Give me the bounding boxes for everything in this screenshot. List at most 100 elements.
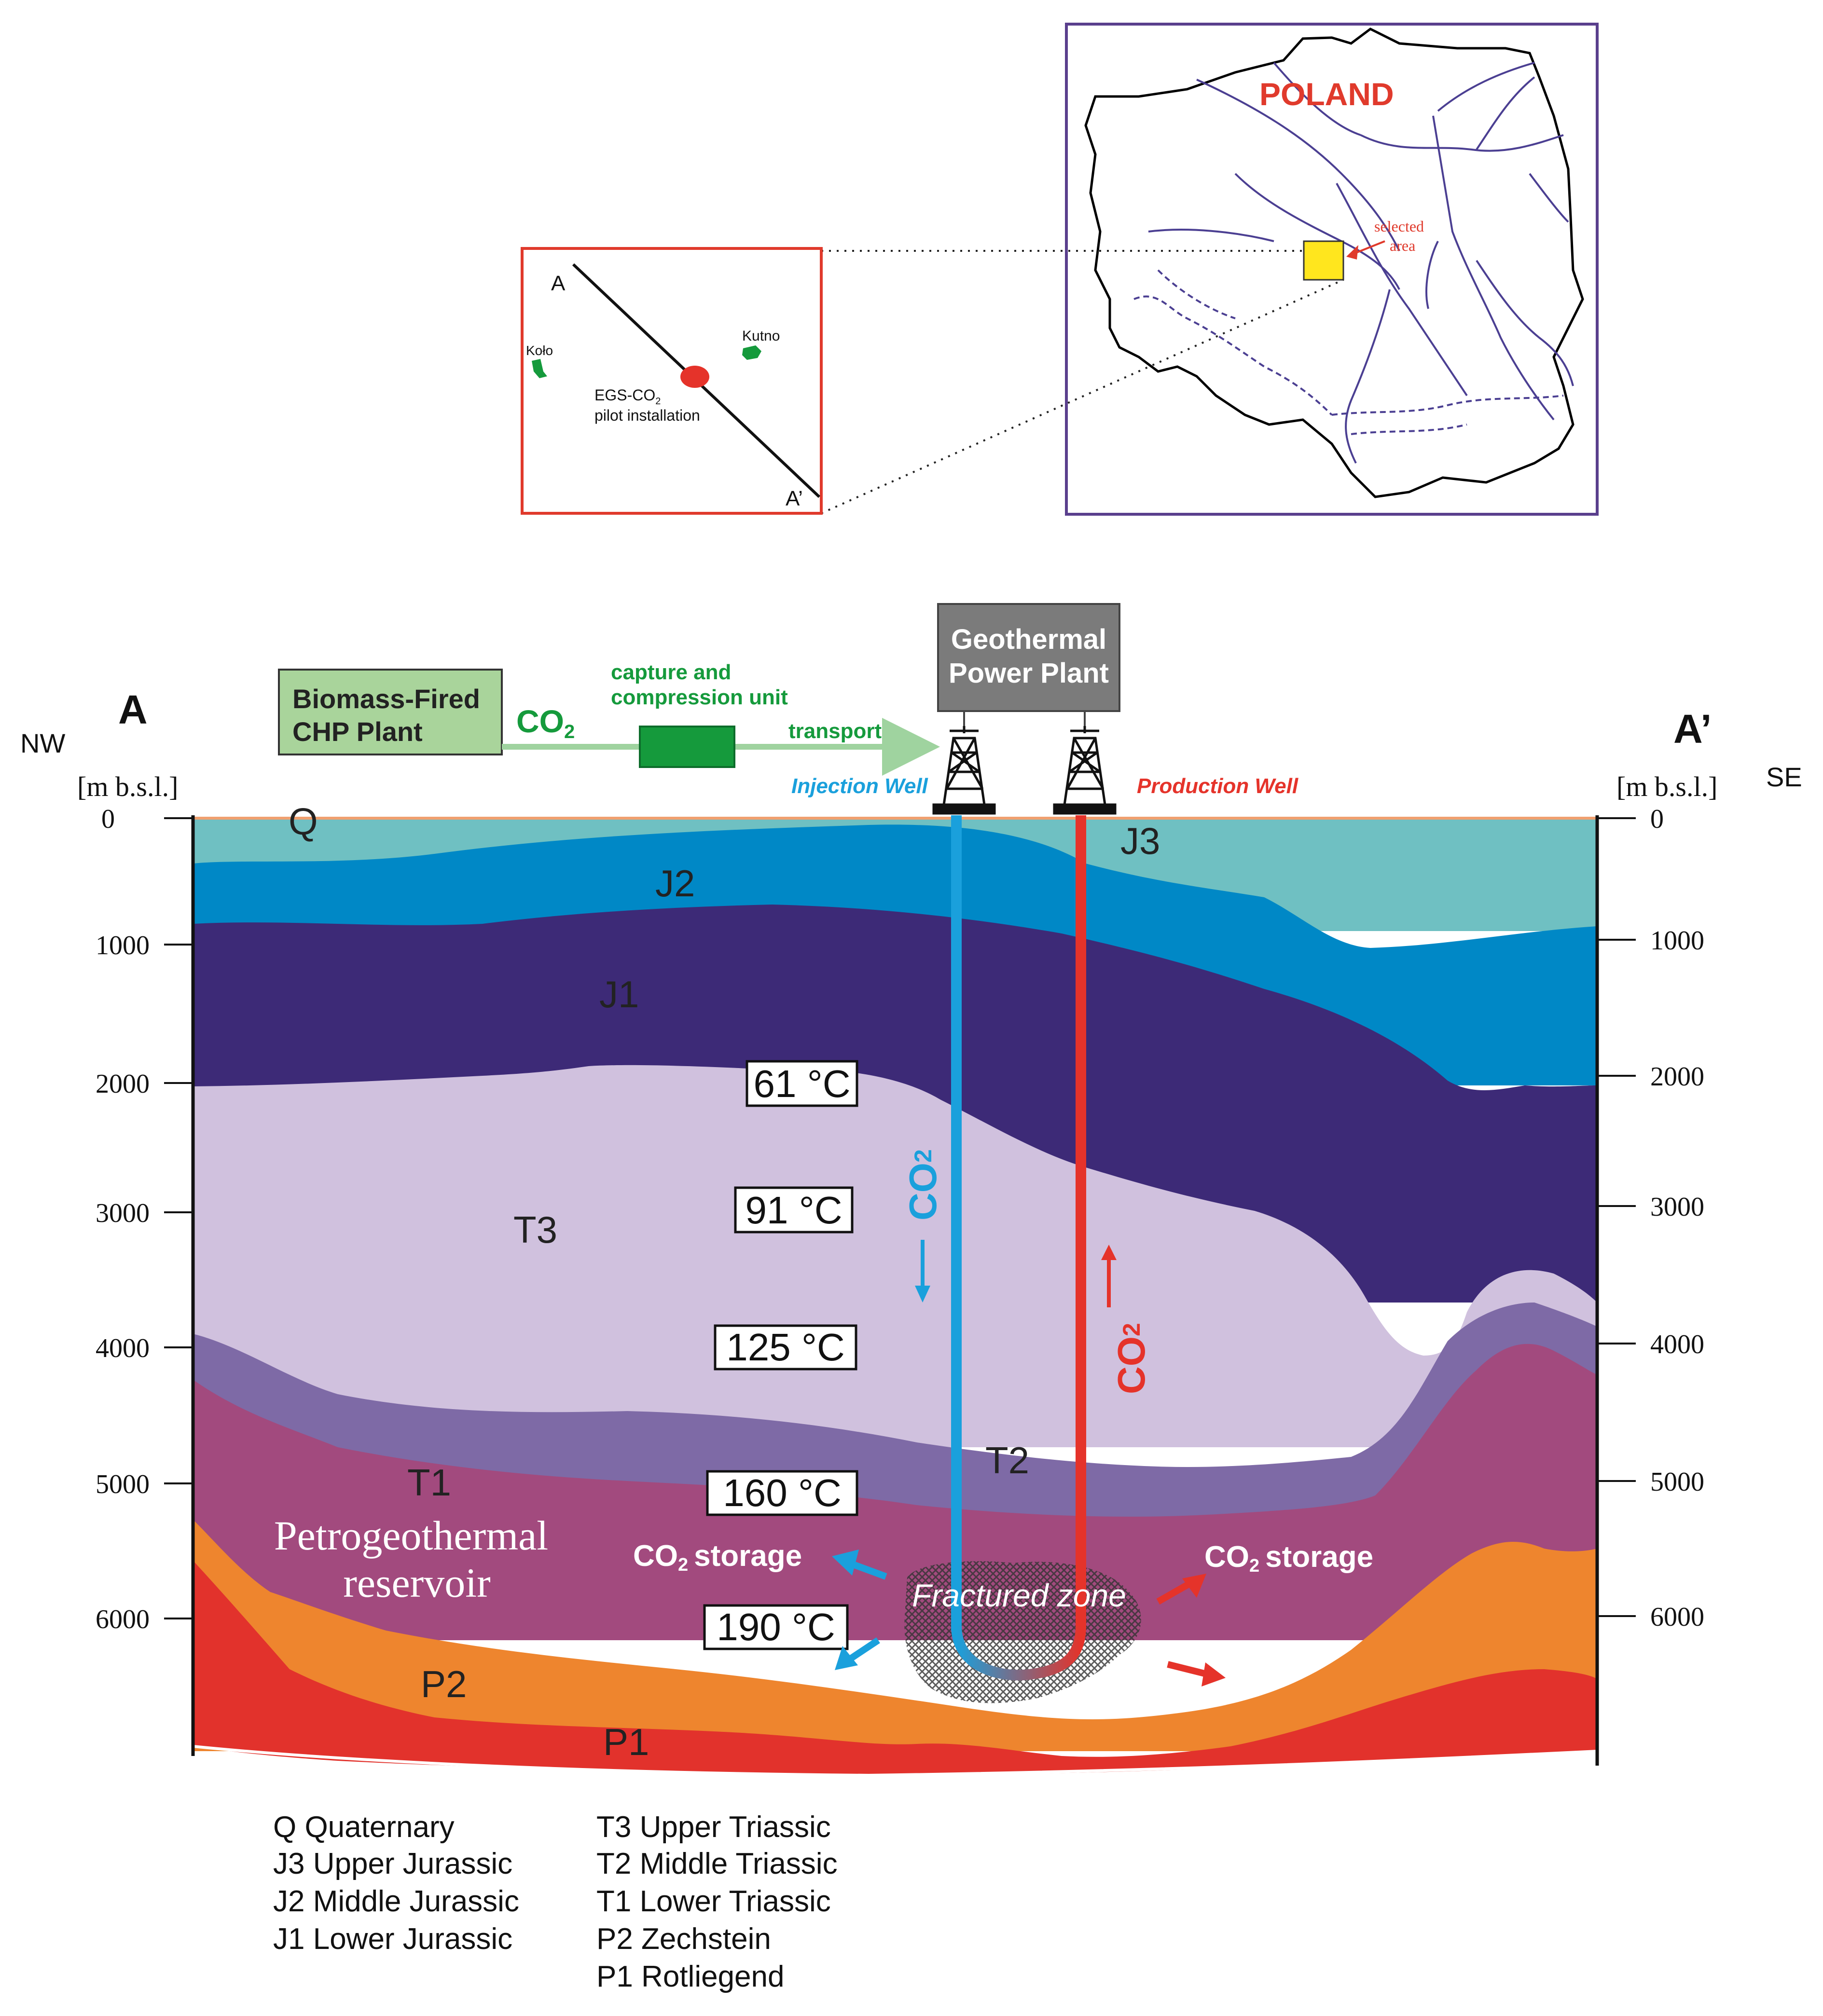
geothermal-plant-box (937, 603, 1120, 712)
inset-point-a: A (551, 272, 566, 295)
storage-arrowhead-right-upper (1182, 1574, 1206, 1598)
temperature-box-125: 125 °C (714, 1324, 857, 1371)
legend-item-t1: T1 Lower Triassic (596, 1885, 831, 1918)
production-derrick-icon (1053, 726, 1117, 815)
legend-item-p1: P1 Rotliegend (596, 1960, 785, 1993)
legend-item-p2: P2 Zechstein (596, 1922, 771, 1956)
layer-label-p1: P1 (603, 1721, 649, 1763)
biomass-plant-box (278, 669, 503, 755)
geothermal-plant-label-line2: Power Plant (949, 658, 1109, 689)
legend-item-t3: T3 Upper Triassic (596, 1810, 831, 1844)
inset-point-a-prime: A’ (786, 487, 803, 510)
depth-ticks-left (164, 817, 193, 1619)
map-country-label: POLAND (1259, 76, 1394, 112)
depth-label-left-3000: 3000 (96, 1198, 150, 1228)
storage-arrow-right-upper (1156, 1579, 1194, 1605)
depth-label-left-2000: 2000 (96, 1069, 150, 1099)
temperature-box-190: 190 °C (703, 1604, 849, 1650)
pilot-installation-marker (680, 366, 709, 388)
legend-item-j2: J2 Middle Jurassic (273, 1885, 519, 1918)
depth-ticks-right (1597, 817, 1636, 1617)
depth-label-right-3000: 3000 (1650, 1192, 1704, 1222)
temperature-box-61: 61 °C (746, 1060, 858, 1107)
reservoir-label-line2: reservoir (343, 1560, 491, 1606)
kolo-marker (532, 359, 547, 378)
capture-compression-unit (639, 726, 735, 768)
layer-label-j2: J2 (655, 862, 695, 905)
kutno-marker (742, 345, 761, 360)
legend-item-q: Q Quaternary (273, 1810, 455, 1844)
temperature-label-125: 125 °C (726, 1326, 844, 1369)
storage-arrowhead-right-lower (1202, 1662, 1226, 1687)
section-baseline (193, 1745, 1598, 1777)
biomass-plant-label-line1: Biomass-Fired (292, 684, 480, 714)
section-end-a-prime: A’ (1673, 706, 1712, 752)
temperature-label-160: 160 °C (723, 1471, 841, 1514)
storage-arrows (832, 1550, 1226, 1687)
geothermal-plant-label-line1: Geothermal (951, 624, 1106, 655)
storage-arrowhead-left-lower (835, 1646, 858, 1670)
depth-label-left-0: 0 (101, 804, 115, 834)
layer-t1-lower-triassic (193, 1344, 1597, 1640)
capture-unit-label-line2: compression unit (611, 686, 788, 709)
fractured-zone-label: Fractured zone (912, 1577, 1126, 1613)
depth-label-right-2000: 2000 (1650, 1062, 1704, 1092)
depth-labels-right: 0 1000 2000 3000 4000 5000 6000 (1650, 804, 1704, 1632)
storage-arrow-left-lower (847, 1637, 880, 1662)
storage-arrowhead-left-upper (832, 1550, 859, 1576)
depth-label-left-6000: 6000 (96, 1605, 150, 1634)
co2-production-vertical: CO2 (1110, 1323, 1153, 1394)
selected-area-label-line1: selected (1374, 218, 1424, 235)
legend-item-j1: J1 Lower Jurassic (273, 1922, 512, 1956)
depth-unit-left: [m b.s.l.] (77, 771, 178, 802)
capture-unit-label-line1: capture and (611, 660, 731, 684)
depth-labels-left: 0 1000 2000 3000 4000 5000 6000 (96, 804, 150, 1634)
depth-label-right-1000: 1000 (1650, 926, 1704, 956)
depth-label-right-6000: 6000 (1650, 1602, 1704, 1632)
layer-label-p2: P2 (421, 1663, 467, 1705)
production-well-label: Production Well (1137, 774, 1298, 798)
zoom-connectors (821, 250, 1344, 514)
legend: Q Quaternary J3 Upper Jurassic J2 Middle… (273, 1810, 838, 1993)
co2-label-surface: CO2 (516, 703, 575, 742)
layer-p1-rotliegend (193, 1561, 1597, 1775)
selected-area-label: selected area (1374, 218, 1428, 254)
location-inset: A A’ Koło Kutno EGS-CO2 pilot installati… (521, 247, 823, 515)
layer-label-q: Q (289, 800, 318, 843)
inset-frame (521, 247, 823, 515)
inset-pilot-label-line1: EGS-CO2 (594, 386, 661, 407)
layer-label-j1: J1 (599, 973, 639, 1015)
layer-label-t2: T2 (985, 1439, 1029, 1481)
u-flow-connection (951, 1625, 1086, 1681)
co2-injection-vertical: CO2 (901, 1149, 944, 1221)
poland-map: POLAND selected area (1065, 23, 1599, 516)
inset-town-kolo: Koło (526, 343, 553, 358)
transport-label: transport (788, 719, 882, 743)
layer-label-j3: J3 (1120, 820, 1160, 862)
injection-derrick-icon (932, 726, 996, 815)
injection-arrowhead (915, 1286, 930, 1303)
depth-label-left-4000: 4000 (96, 1333, 150, 1363)
map-frame (1065, 23, 1599, 516)
dashed-rivers (1133, 269, 1564, 435)
depth-label-left-1000: 1000 (96, 931, 150, 960)
direction-se: SE (1766, 762, 1802, 792)
selected-area-arrowhead (1346, 245, 1358, 260)
temperature-label-61: 61 °C (754, 1062, 851, 1105)
temperature-label-190: 190 °C (717, 1605, 835, 1648)
biomass-plant-label-line2: CHP Plant (292, 716, 423, 747)
storage-arrow-left-upper (848, 1560, 887, 1580)
injection-well-label: Injection Well (791, 774, 928, 798)
direction-nw: NW (20, 728, 65, 758)
cross-section: 0 1000 2000 3000 4000 5000 6000 0 1000 2… (20, 603, 1802, 1777)
selected-area-label-line2: area (1390, 237, 1415, 254)
layer-label-t3: T3 (513, 1208, 557, 1251)
inset-pilot-label-line2: pilot installation (594, 407, 700, 424)
depth-label-right-0: 0 (1650, 804, 1664, 834)
legend-item-t2: T2 Middle Triassic (596, 1847, 838, 1880)
layer-p2-zechstein (193, 1520, 1597, 1751)
depth-label-right-4000: 4000 (1650, 1330, 1704, 1359)
depth-unit-right: [m b.s.l.] (1616, 771, 1717, 802)
